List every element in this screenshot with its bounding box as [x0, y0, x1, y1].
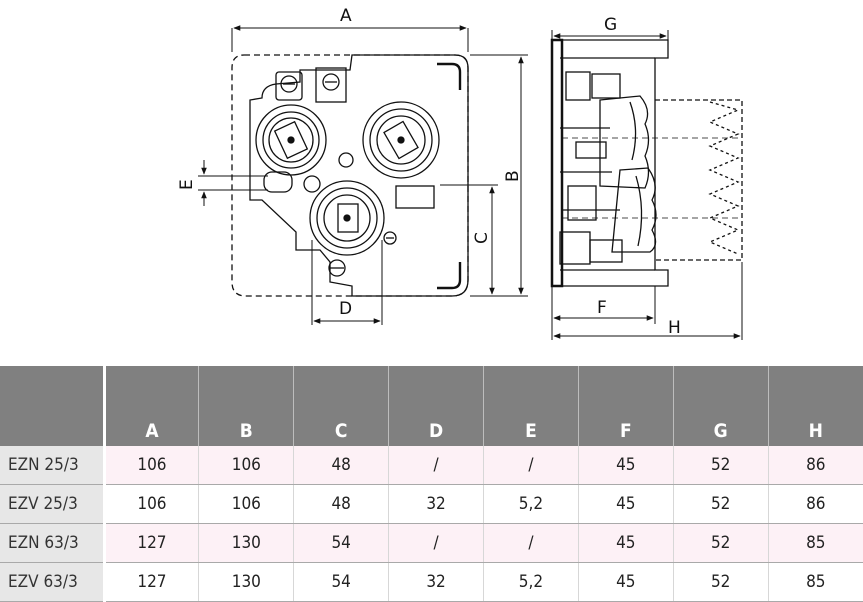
column-header: H [767, 366, 863, 446]
indicator-window [395, 185, 435, 209]
table-row: EZN 63/3 127 130 54 / / 45 52 85 [0, 523, 863, 563]
table-cell: 5,2 [483, 562, 579, 602]
side-dimensions [551, 30, 743, 340]
fuse-holder-top-right [362, 101, 440, 179]
table-cell: 106 [198, 484, 294, 524]
table-cell: 52 [672, 562, 769, 602]
column-header: B [198, 366, 294, 446]
column-header: A [103, 366, 199, 446]
table-cell: 45 [577, 484, 674, 524]
table-cell: 106 [103, 446, 199, 485]
table-cell: 54 [293, 523, 389, 563]
table-header-row: A B C D E F G H [0, 366, 863, 446]
table-cell: 32 [388, 484, 484, 524]
table-cell: 85 [767, 562, 863, 602]
table-cell: 52 [672, 446, 769, 485]
model-name: EZN 25/3 [0, 446, 106, 485]
dim-label-d: D [339, 299, 352, 319]
table-row: EZN 25/3 106 106 48 / / 45 52 86 [0, 446, 863, 485]
table-cell: 85 [767, 523, 863, 563]
dim-label-a: A [340, 6, 352, 26]
table-cell: 127 [103, 562, 199, 602]
table-cell: 48 [293, 446, 389, 485]
front-view [231, 54, 469, 297]
column-header: G [672, 366, 769, 446]
table-cell: 130 [198, 562, 294, 602]
table-cell: 106 [103, 484, 199, 524]
table-cell: 130 [198, 523, 294, 563]
table-corner-cell [0, 366, 106, 446]
fuse-holder-bottom [309, 180, 385, 256]
table-cell: 45 [577, 446, 674, 485]
table-cell: 86 [767, 484, 863, 524]
table-cell: 48 [293, 484, 389, 524]
dim-label-f: F [597, 298, 607, 318]
dim-label-c: C [472, 232, 492, 244]
table-row: EZV 63/3 127 130 54 32 5,2 45 52 85 [0, 562, 863, 602]
table-cell: / [388, 523, 484, 563]
front-dimensions [198, 25, 528, 325]
model-name: EZN 63/3 [0, 523, 106, 563]
fuse-holder-top-left [255, 104, 327, 176]
terminal-screws [263, 67, 397, 277]
table-row: EZV 25/3 106 106 48 32 5,2 45 52 86 [0, 484, 863, 524]
dim-label-h: H [668, 318, 681, 338]
model-name: EZV 63/3 [0, 562, 106, 602]
column-header: C [293, 366, 389, 446]
column-header: D [388, 366, 484, 446]
table-cell: 32 [388, 562, 484, 602]
table-cell: / [483, 446, 579, 485]
table-cell: / [388, 446, 484, 485]
column-header: F [577, 366, 674, 446]
table-cell: 52 [672, 484, 769, 524]
model-name: EZV 25/3 [0, 484, 106, 524]
dim-label-b: B [503, 170, 523, 182]
dim-label-g: G [604, 15, 617, 35]
table-cell: 45 [577, 523, 674, 563]
column-header: E [483, 366, 579, 446]
table-cell: 86 [767, 446, 863, 485]
table-cell: 5,2 [483, 484, 579, 524]
table-cell: 106 [198, 446, 294, 485]
table-cell: / [483, 523, 579, 563]
technical-drawing: A B C D E G F H [177, 6, 743, 340]
table-cell: 52 [672, 523, 769, 563]
side-view [550, 38, 743, 288]
table-cell: 54 [293, 562, 389, 602]
dimensions-table: A B C D E F G H EZN 25/3 106 106 48 / / … [0, 366, 863, 602]
dim-label-e: E [177, 179, 197, 190]
table-cell: 45 [577, 562, 674, 602]
table-cell: 127 [103, 523, 199, 563]
